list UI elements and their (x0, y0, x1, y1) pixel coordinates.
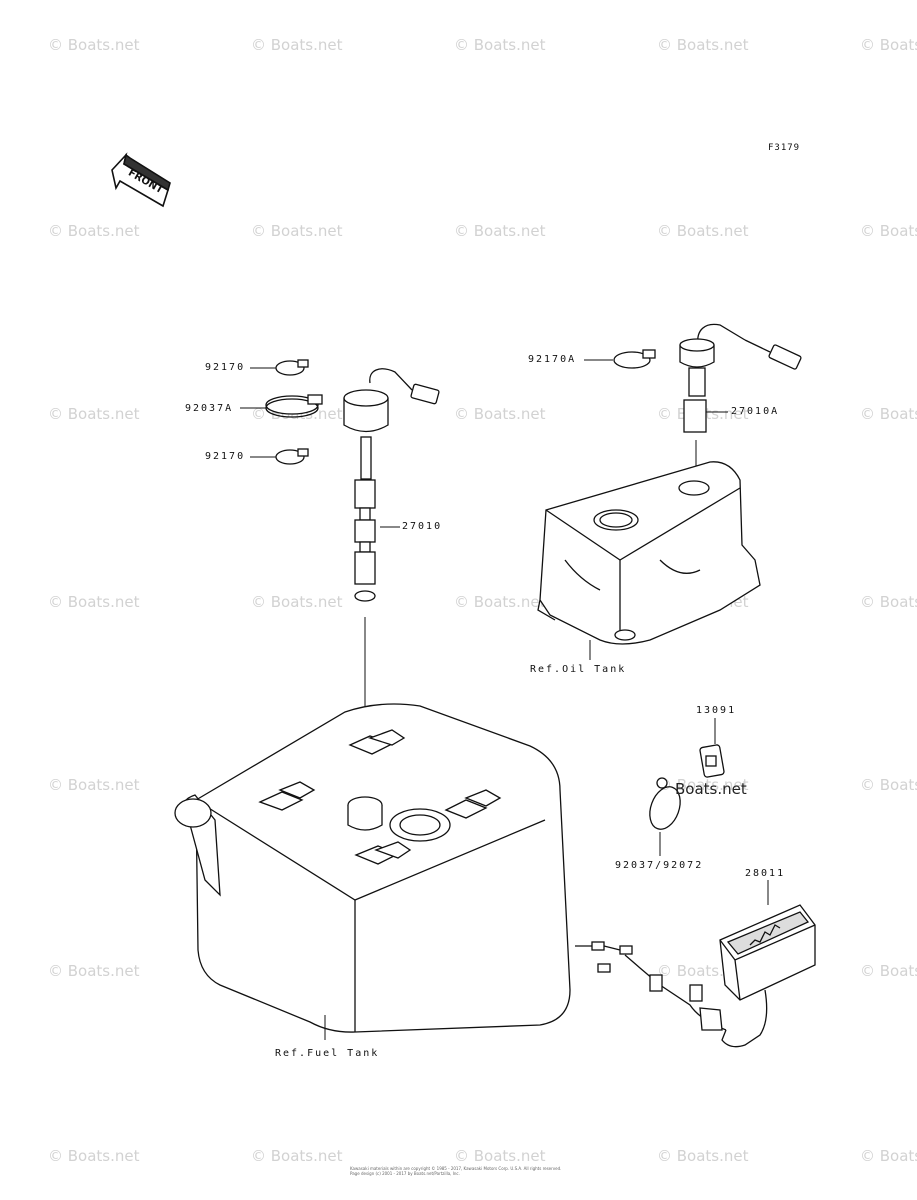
clamp-92170-bottom (275, 448, 309, 465)
watermark-text: © Boats.net (48, 593, 140, 611)
watermark-text: © Boats.net (860, 962, 917, 980)
watermark-text: © Boats.net (48, 222, 140, 240)
part-label-92170-top: 92170 (205, 362, 246, 373)
front-arrow-icon: FRONT (111, 152, 171, 208)
watermark-text: © Boats.net (860, 405, 917, 423)
watermark-text: © Boats.net (48, 405, 140, 423)
fuel-gauge-sender-27010 (343, 368, 440, 602)
clamp-92037-92072 (649, 777, 681, 830)
copyright-notice: Kawasaki materials within are copyright … (350, 1166, 561, 1176)
clamp-92037A (265, 394, 323, 418)
oil-level-sensor-27010A (679, 323, 802, 433)
part-label-92037A: 92037A (185, 403, 234, 414)
watermark-text: © Boats.net (860, 36, 917, 54)
watermark-text: © Boats.net (657, 1147, 749, 1165)
part-label-28011: 28011 (745, 868, 786, 879)
clamp-92170A (613, 349, 656, 369)
watermark-text: © Boats.net (454, 36, 546, 54)
part-label-27010: 27010 (402, 521, 443, 532)
oil-tank (537, 461, 761, 645)
watermark-text: © Boats.net (657, 222, 749, 240)
fuel-tank (174, 703, 571, 1033)
copyright-line-1: Kawasaki materials within are copyright … (350, 1166, 562, 1171)
watermark-text: © Boats.net (860, 1147, 917, 1165)
ref-label-oil-tank: Ref.Oil Tank (530, 664, 627, 675)
part-label-92170A: 92170A (528, 354, 577, 365)
watermark-text: © Boats.net (454, 405, 546, 423)
figure-code: F3179 (768, 143, 801, 153)
watermark-text: © Boats.net (251, 222, 343, 240)
watermark-text: © Boats.net (860, 776, 917, 794)
part-label-92037-92072: 92037/92072 (615, 860, 704, 871)
watermark-text: © Boats.net (48, 776, 140, 794)
gauge-28011 (575, 904, 816, 1048)
watermark-text: © Boats.net (454, 1147, 546, 1165)
watermark-text: © Boats.net (251, 36, 343, 54)
watermark-text: © Boats.net (454, 222, 546, 240)
part-label-13091: 13091 (696, 705, 737, 716)
watermark-text: © Boats.net (657, 776, 749, 794)
watermark-text: © Boats.net (48, 962, 140, 980)
watermark-text: © Boats.net (454, 593, 546, 611)
watermark-text: © Boats.net (657, 36, 749, 54)
part-label-27010A: 27010A (731, 406, 780, 417)
watermark-text: © Boats.net (860, 593, 917, 611)
clamp-92170-top (275, 359, 309, 376)
watermark-text: © Boats.net (251, 593, 343, 611)
watermark-text: © Boats.net (860, 222, 917, 240)
watermark-text: © Boats.net (251, 1147, 343, 1165)
watermark-text: © Boats.net (48, 1147, 140, 1165)
sensor-13091 (699, 744, 725, 778)
watermark-text: © Boats.net (48, 36, 140, 54)
part-label-92170-bottom: 92170 (205, 451, 246, 462)
copyright-line-2: Page design (c) 2001 - 2017 by Boats.net… (350, 1171, 460, 1176)
ref-label-fuel-tank: Ref.Fuel Tank (275, 1048, 380, 1059)
boats-net-label: Boats.net (675, 780, 747, 798)
